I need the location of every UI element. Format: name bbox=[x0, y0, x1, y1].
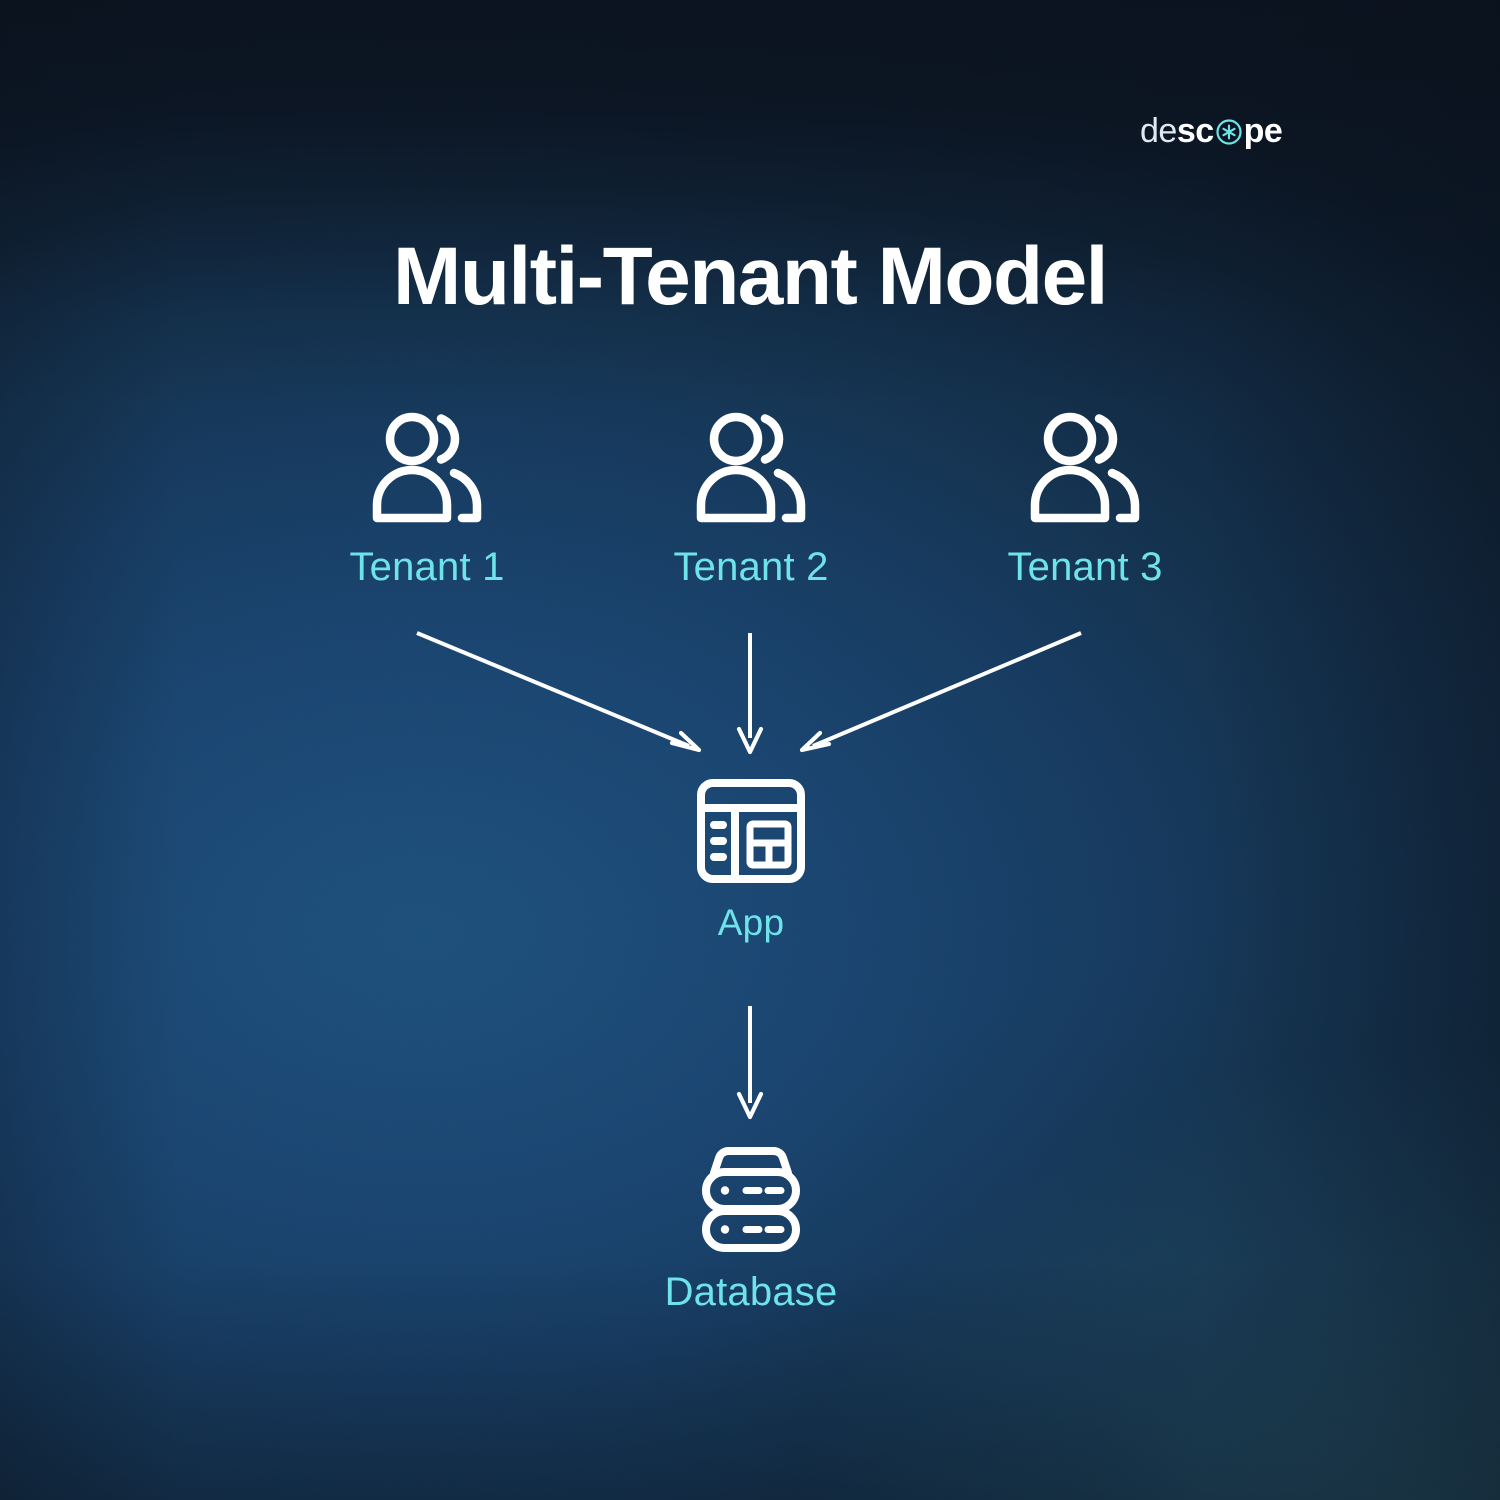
node-tenant1[interactable]: Tenant 1 bbox=[340, 408, 514, 587]
node-label-database: Database bbox=[664, 1270, 838, 1314]
arrow-app-to-database bbox=[736, 1006, 764, 1120]
node-app[interactable]: App bbox=[664, 775, 838, 941]
node-tenant3[interactable]: Tenant 3 bbox=[998, 408, 1172, 587]
node-label-app: App bbox=[717, 902, 785, 943]
logo-text-pe: pe bbox=[1243, 112, 1283, 150]
app-window-icon bbox=[692, 775, 810, 892]
asterisk-circle-icon bbox=[1215, 118, 1243, 146]
arrow-tenant2-to-app bbox=[736, 633, 764, 755]
logo-text-de: de bbox=[1140, 112, 1177, 150]
node-label-tenant2: Tenant 2 bbox=[673, 545, 829, 589]
node-tenant2[interactable]: Tenant 2 bbox=[664, 408, 838, 587]
users-icon bbox=[1025, 408, 1145, 535]
logo-text-sc: sc bbox=[1176, 112, 1214, 150]
users-icon bbox=[367, 408, 487, 535]
database-server-icon bbox=[692, 1143, 810, 1260]
node-database[interactable]: Database bbox=[664, 1143, 838, 1312]
arrow-tenant3-to-app bbox=[799, 631, 1082, 753]
node-label-tenant1: Tenant 1 bbox=[349, 545, 505, 589]
node-label-tenant3: Tenant 3 bbox=[1007, 545, 1163, 589]
arrow-tenant1-to-app bbox=[416, 631, 702, 753]
page-title: Multi-Tenant Model bbox=[393, 231, 1108, 322]
users-icon bbox=[691, 408, 811, 535]
